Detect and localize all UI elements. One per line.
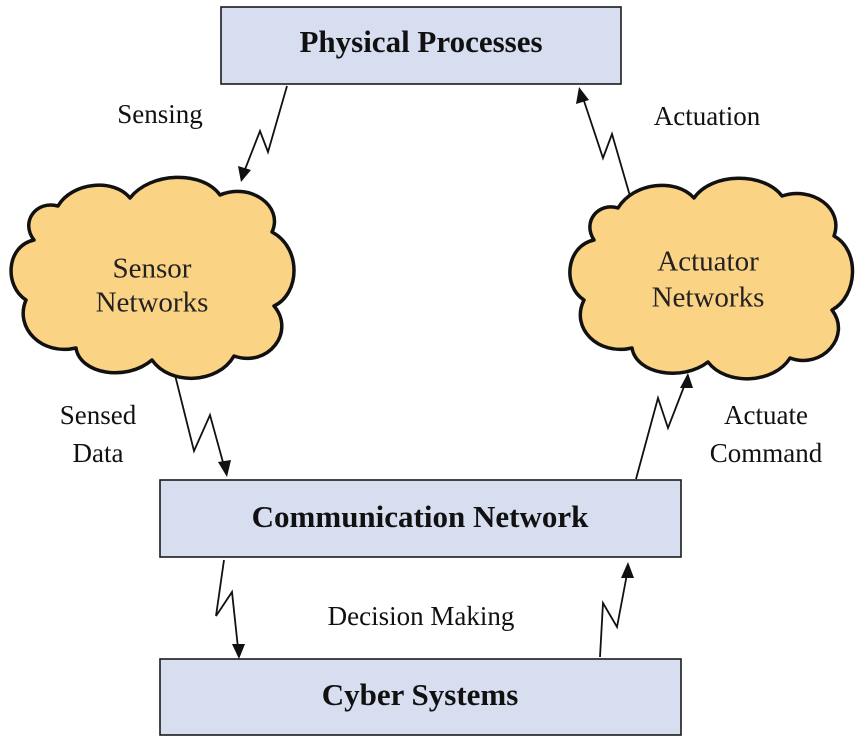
actuator-networks-line-2: Networks: [652, 282, 765, 314]
sensor-networks-line-2: Networks: [96, 287, 209, 319]
communication-network-node: Communication Network: [159, 479, 682, 558]
sensing-label: Sensing: [117, 99, 203, 129]
communication-network-label: Communication Network: [252, 499, 589, 534]
decision-up-arrow: [599, 562, 634, 658]
sensed-data-label-line-1: Sensed: [60, 400, 137, 430]
cyber-systems-node: Cyber Systems: [159, 658, 682, 736]
actuate-command-arrow: [635, 373, 693, 480]
sensor-cloud-shape: [9, 175, 296, 381]
sensing-arrow: [238, 85, 288, 182]
sensed-data-label-line-2: Data: [73, 438, 124, 468]
cyber-systems-label: Cyber Systems: [322, 677, 519, 712]
decision-making-label: Decision Making: [328, 601, 515, 631]
actuator-networks-node: Actuator Networks: [568, 176, 855, 381]
physical-processes-label: Physical Processes: [299, 24, 542, 59]
actuator-networks-line-1: Actuator: [657, 246, 759, 278]
sensor-networks-node: Sensor Networks: [9, 175, 296, 381]
actuator-cloud-shape: [568, 176, 855, 381]
actuation-arrow: [576, 87, 631, 197]
actuate-command-label-line-1: Actuate: [724, 400, 808, 430]
physical-processes-node: Physical Processes: [220, 6, 622, 85]
sensor-networks-line-1: Sensor: [113, 253, 192, 285]
decision-down-arrow: [215, 559, 245, 659]
actuation-label: Actuation: [654, 101, 761, 131]
actuate-command-label-line-2: Command: [710, 438, 823, 468]
sensed-data-arrow: [174, 374, 231, 477]
